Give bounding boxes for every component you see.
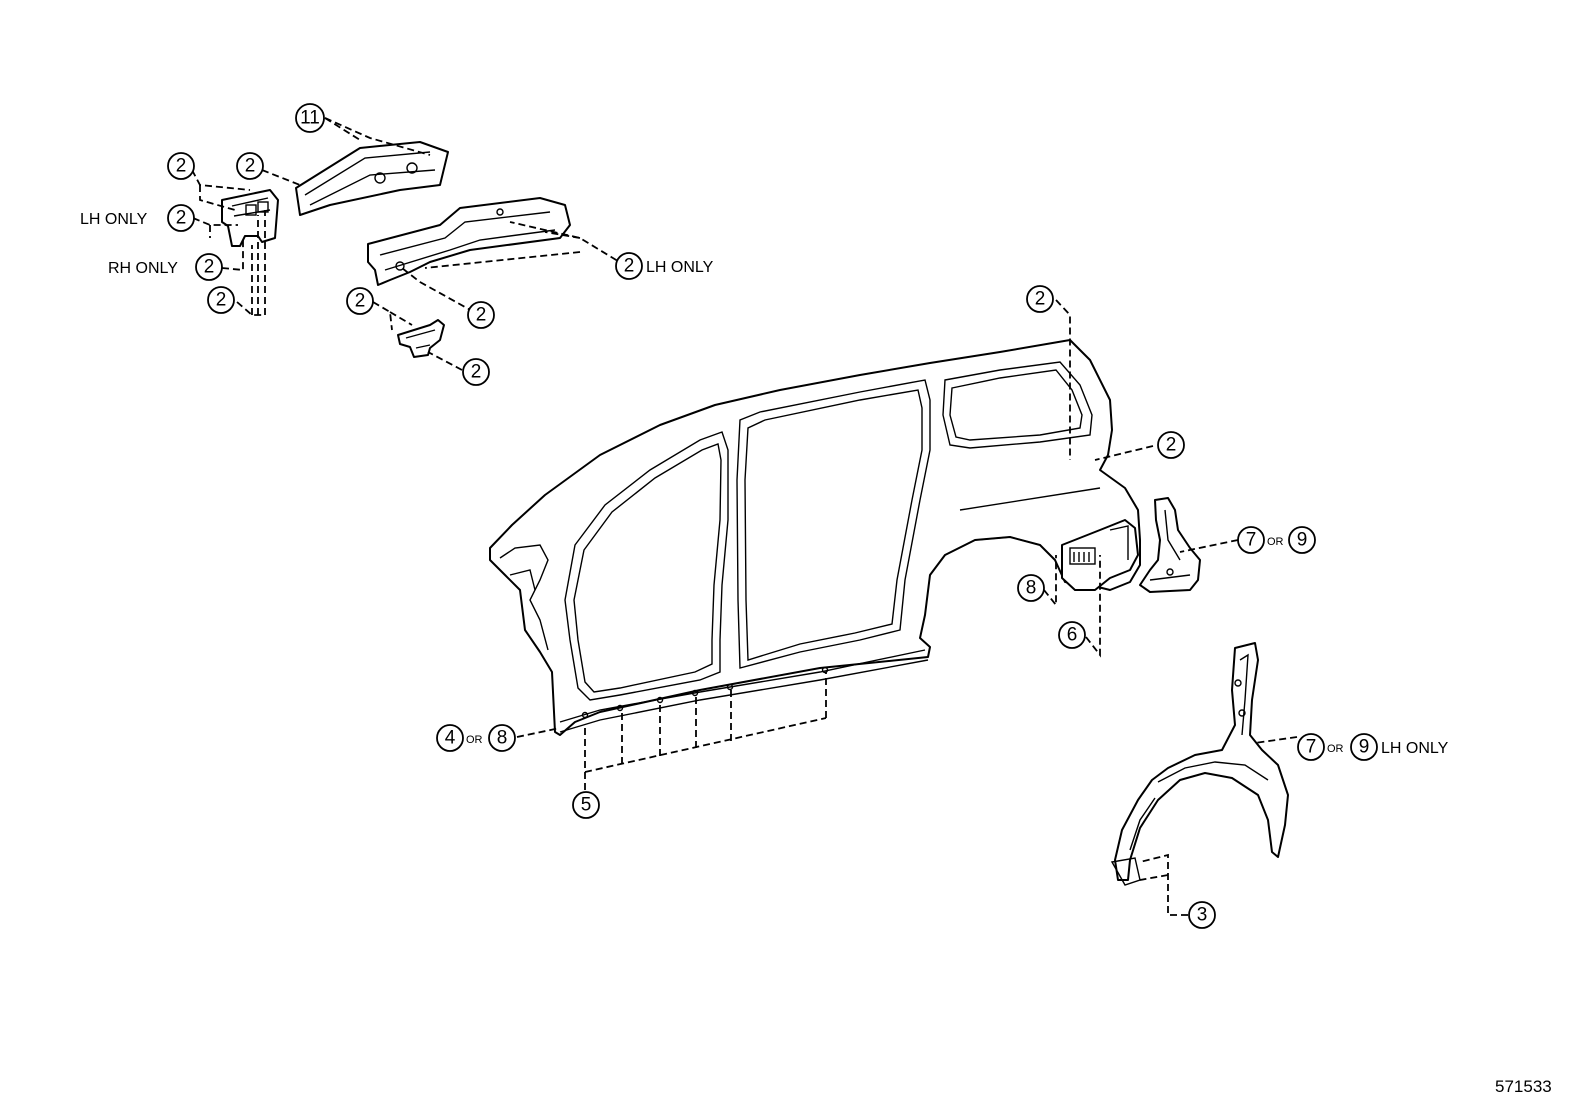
callout-2-quarter: 2 — [1157, 431, 1185, 459]
callout-2-roof-rear: 2 — [1026, 285, 1054, 313]
part-side-rail — [367, 197, 571, 286]
part-rear-pillar-reinforcement — [1139, 497, 1201, 593]
callout-2-bracket-bottom: 2 — [462, 358, 490, 386]
part-body-side-outer — [489, 339, 1141, 736]
svg-text:2: 2 — [245, 156, 256, 177]
callout-2-rail-bottom: 2 — [467, 301, 495, 329]
svg-text:7: 7 — [1306, 737, 1317, 758]
callout-7-or-9-rear: 7 OR 9 — [1237, 526, 1316, 554]
svg-text:8: 8 — [1026, 578, 1037, 599]
svg-text:2: 2 — [1166, 435, 1177, 456]
callout-11: 11 — [295, 103, 325, 133]
callout-2-pillar-bottom: 2 — [207, 286, 235, 314]
svg-text:2: 2 — [476, 305, 487, 326]
svg-text:LH ONLY: LH ONLY — [80, 211, 148, 228]
svg-text:LH ONLY: LH ONLY — [646, 259, 714, 276]
svg-text:OR: OR — [1327, 743, 1344, 755]
svg-text:2: 2 — [204, 257, 215, 278]
svg-text:2: 2 — [471, 362, 482, 383]
leader-lines — [191, 117, 1298, 916]
svg-text:3: 3 — [1197, 905, 1208, 926]
svg-text:5: 5 — [581, 795, 592, 816]
svg-text:2: 2 — [176, 156, 187, 177]
svg-text:OR: OR — [1267, 536, 1284, 548]
callout-4-or-8-rocker: 4 OR 8 — [436, 724, 516, 752]
callout-2-rh-only-left: RH ONLY 2 — [108, 253, 223, 281]
callout-5-rocker: 5 — [572, 791, 600, 819]
svg-text:11: 11 — [300, 108, 320, 129]
svg-text:2: 2 — [1035, 289, 1046, 310]
part-small-bracket — [397, 319, 445, 358]
svg-text:2: 2 — [176, 208, 187, 229]
callout-2-rail-lh-only: 2 LH ONLY — [615, 252, 714, 280]
illustration-code: 571533 — [1495, 1077, 1552, 1096]
callout-2-lh-only-left: LH ONLY 2 — [80, 204, 195, 232]
svg-text:2: 2 — [216, 290, 227, 311]
svg-text:6: 6 — [1067, 625, 1078, 646]
svg-text:9: 9 — [1359, 737, 1370, 758]
callout-2-top-left-b: 2 — [236, 152, 264, 180]
svg-text:RH ONLY: RH ONLY — [108, 260, 178, 277]
callout-6-wheelhouse: 6 — [1058, 621, 1086, 649]
svg-text:2: 2 — [355, 291, 366, 312]
svg-text:4: 4 — [445, 728, 456, 749]
svg-text:9: 9 — [1297, 530, 1308, 551]
svg-text:7: 7 — [1246, 530, 1257, 551]
callout-8-wheelhouse: 8 — [1017, 574, 1045, 602]
part-rear-wheelhouse — [1110, 642, 1289, 886]
callout-7-or-9-lower: 7 OR 9 LH ONLY — [1297, 733, 1449, 761]
callout-2-bracket-top: 2 — [346, 287, 374, 315]
callout-3-wheelhouse: 3 — [1188, 901, 1216, 929]
part-pillar-bracket-left — [221, 189, 279, 247]
svg-text:OR: OR — [466, 734, 483, 746]
callout-2-top-left-a: 2 — [167, 152, 195, 180]
svg-text:2: 2 — [624, 256, 635, 277]
svg-text:LH ONLY: LH ONLY — [1381, 740, 1449, 757]
part-apron-upper — [295, 141, 449, 216]
svg-text:8: 8 — [497, 728, 508, 749]
